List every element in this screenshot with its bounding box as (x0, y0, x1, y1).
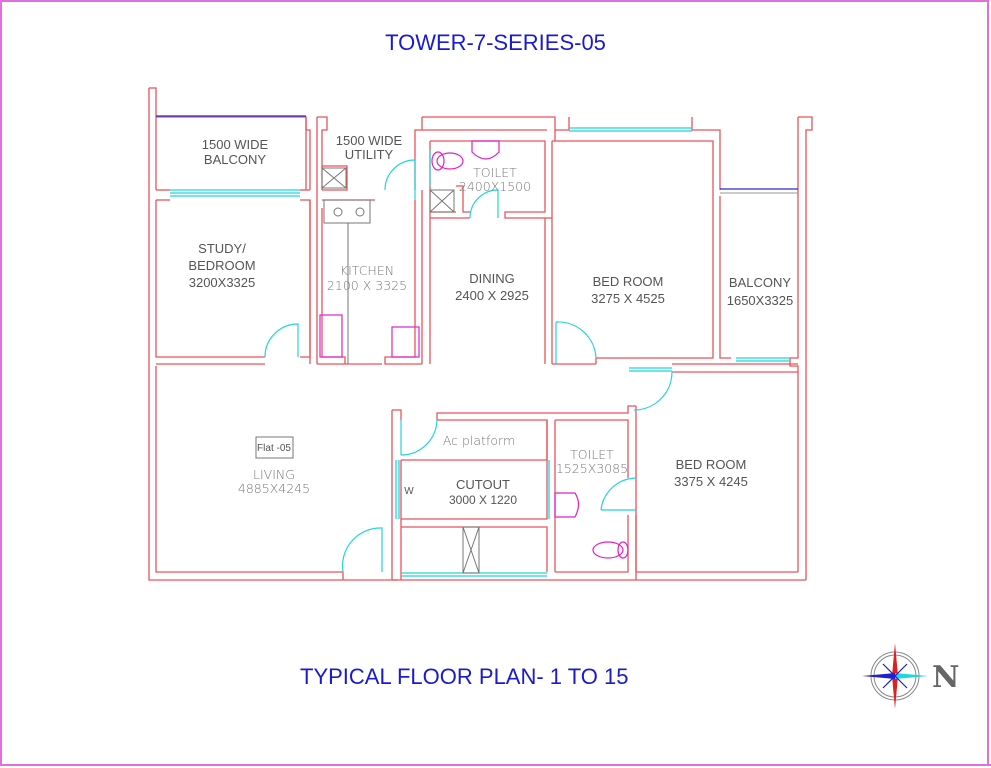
cutout-label: CUTOUT (456, 477, 510, 492)
balcony-right-label: BALCONY (729, 275, 791, 290)
drawing-border-bottom (0, 764, 991, 766)
glass-railings (156, 115, 798, 190)
study-label-2: BEDROOM (188, 258, 255, 273)
bedroom-1-size: 3275 X 4525 (591, 291, 665, 306)
shafts (321, 167, 480, 574)
windows (170, 127, 790, 577)
study-label: STUDY/ (198, 241, 246, 256)
doors (264, 150, 673, 573)
cutout-size: 3000 X 1220 (449, 493, 517, 507)
bedroom-2-label: BED ROOM (676, 457, 747, 472)
toilet-top-label: TOILET (473, 165, 517, 180)
drawing-subtitle: TYPICAL FLOOR PLAN- 1 TO 15 (300, 664, 629, 689)
toilet-top-size: 2400X1500 (459, 179, 531, 194)
drawing-title: TOWER-7-SERIES-05 (385, 30, 606, 55)
dining-label: DINING (469, 271, 515, 286)
utility-label: 1500 WIDE (336, 133, 403, 148)
room-labels: 1500 WIDE BALCONY 1500 WIDE UTILITY TOIL… (188, 133, 793, 507)
north-label: N (932, 660, 960, 695)
balcony-top-label-2: BALCONY (204, 152, 266, 167)
wardrobe-label: W (404, 486, 414, 497)
ac-platform-label: Ac platform (443, 433, 515, 448)
balcony-top-label: 1500 WIDE (202, 137, 269, 152)
toilet-bottom-size: 1525X3085 (556, 461, 628, 476)
compass-rose-icon (862, 643, 928, 709)
bedroom-2-size: 3375 X 4245 (674, 474, 748, 489)
kitchen-size: 2100 X 3325 (327, 278, 407, 293)
flat-tag: Flat -05 (257, 443, 291, 454)
study-size: 3200X3325 (189, 275, 256, 290)
flat-tag-box (255, 436, 294, 459)
balcony-right-size: 1650X3325 (727, 293, 794, 308)
fixtures (319, 140, 629, 559)
hob (323, 199, 371, 364)
utility-label-2: UTILITY (345, 147, 394, 162)
walls (148, 87, 813, 581)
bedroom-1-label: BED ROOM (593, 274, 664, 289)
kitchen-label: KITCHEN (340, 263, 394, 278)
dining-size: 2400 X 2925 (455, 288, 529, 303)
toilet-bottom-label: TOILET (570, 447, 614, 462)
living-label: LIVING (253, 467, 295, 482)
living-size: 4885X4245 (238, 481, 310, 496)
